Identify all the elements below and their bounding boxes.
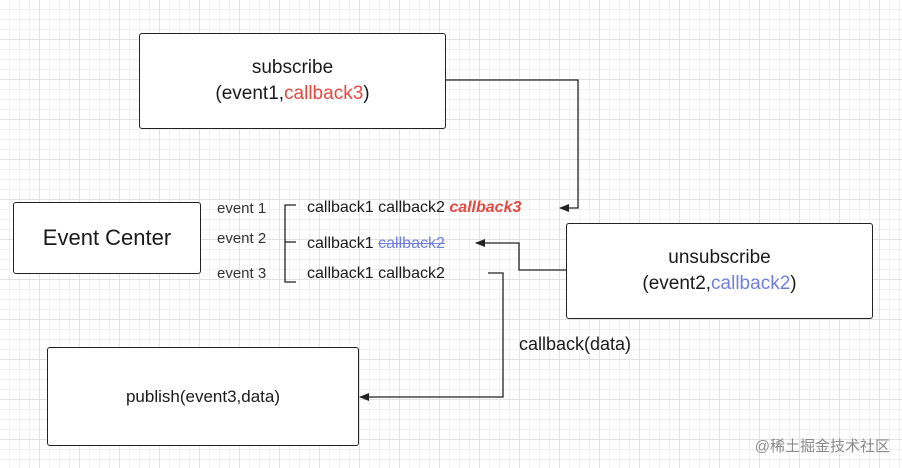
event1-callbacks: callback1 callback2 callback3 [307,198,521,218]
subscribe-arrow [445,79,579,212]
event1-callback-2: callback2 [378,199,445,216]
event-bracket [284,204,296,283]
unsubscribe-box: unsubscribe (event2,callback2) [566,223,873,319]
publish-label: publish(event3,data) [125,386,281,406]
event2-callback-1: callback1 [307,235,374,252]
unsubscribe-args-close: ) [790,273,797,294]
unsubscribe-args-open: (event2, [642,273,712,294]
event2-callbacks: callback1 callback2 [307,234,445,254]
event-label-2: event 2 [217,230,267,247]
subscribe-args-close: ) [363,83,370,104]
event-label-1: event 1 [217,200,267,217]
subscribe-args: (event1,callback3) [215,81,369,107]
unsubscribe-args-callback: callback2 [711,273,791,294]
event1-callback-added: callback3 [449,199,522,216]
unsubscribe-args: (event2,callback2) [642,271,796,297]
publish-box: publish(event3,data) [47,347,359,446]
subscribe-label: subscribe [251,57,334,78]
event2-callback-removed: callback2 [378,235,445,252]
subscribe-box: subscribe (event1,callback3) [139,33,446,129]
subscribe-args-callback: callback3 [284,83,364,104]
callback-arrow [359,272,504,401]
event1-callback-1: callback1 [307,199,374,216]
event-center-label: Event Center [42,225,172,250]
watermark: @稀土掘金技术社区 [754,438,890,455]
unsubscribe-label: unsubscribe [668,247,771,268]
event3-callback-2: callback2 [378,265,445,282]
event3-callbacks: callback1 callback2 [307,264,445,284]
unsubscribe-arrow [475,239,566,271]
event-center-box: Event Center [13,202,201,274]
subscribe-args-open: (event1, [215,83,285,104]
event3-callback-1: callback1 [307,265,374,282]
event-label-3: event 3 [217,265,267,282]
callback-data-label: callback(data) [519,334,632,354]
